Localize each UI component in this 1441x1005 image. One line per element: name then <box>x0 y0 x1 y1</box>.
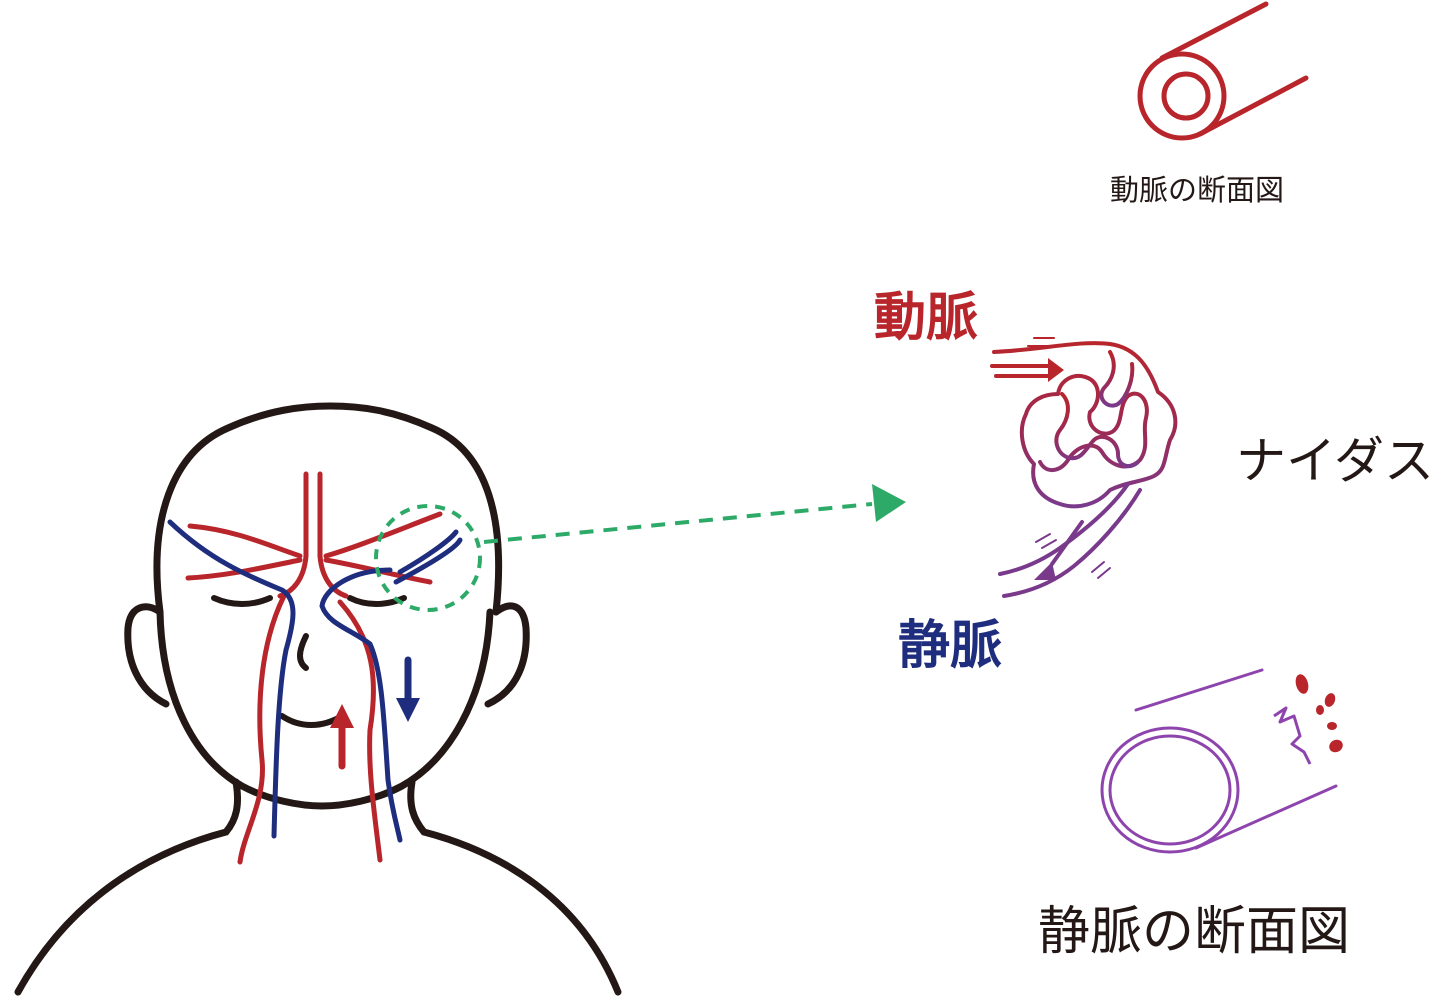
neck-right <box>407 778 428 836</box>
right-ear <box>484 602 530 708</box>
rupture-mark <box>1273 706 1312 765</box>
nidus-location-circle <box>374 504 482 612</box>
shoulder-right <box>420 828 622 996</box>
face-outline <box>156 608 494 810</box>
vein-cross-section <box>1100 668 1338 854</box>
nidus <box>990 337 1178 598</box>
left-eye <box>211 595 273 607</box>
leader-line <box>483 502 873 544</box>
nidus-label: ナイダス <box>1236 432 1434 490</box>
vein-cross-section-label: 静脈の断面図 <box>1038 902 1351 962</box>
artery-up-arrow <box>330 704 354 728</box>
artery-label: 動脈 <box>874 288 979 348</box>
nose <box>297 633 309 671</box>
left-ear <box>124 603 170 708</box>
leader-arrowhead <box>872 484 906 522</box>
blood-droplets <box>1295 674 1343 753</box>
vein-down-arrow <box>396 698 420 722</box>
head-outline <box>153 402 503 616</box>
artery-cross-section-label: 動脈の断面図 <box>1110 173 1285 207</box>
vein-label: 静脈 <box>898 616 1003 676</box>
shoulder-left <box>14 828 230 996</box>
head-veins <box>167 519 463 843</box>
neck-left <box>222 778 242 836</box>
head-figure <box>14 402 622 996</box>
artery-cross-section <box>1137 1 1309 141</box>
